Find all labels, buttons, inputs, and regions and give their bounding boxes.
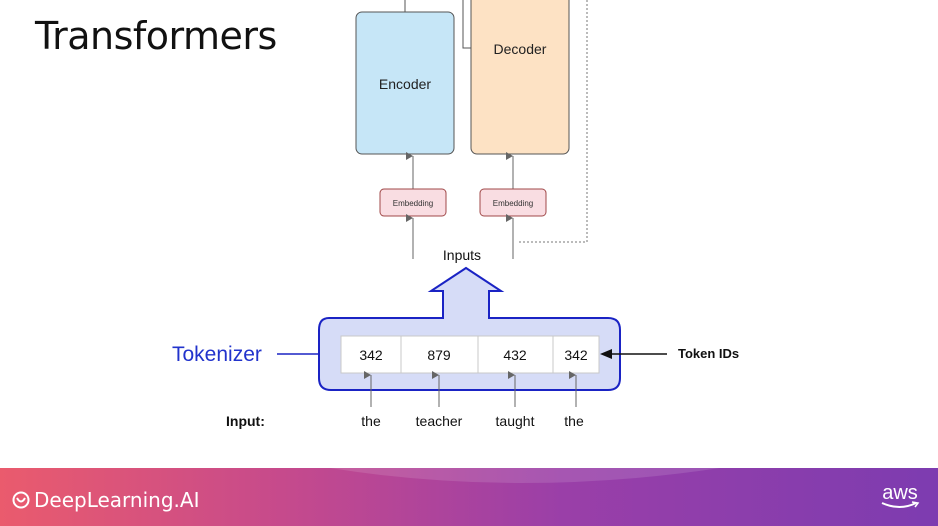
token-ids-arrowhead <box>600 349 612 359</box>
dotted-output-feedback-line <box>517 0 588 243</box>
token-id-cell: 432 <box>503 347 527 363</box>
token-id-table: 342 879 432 342 <box>340 335 600 374</box>
encoder-embedding: Embedding <box>379 188 447 217</box>
encoder-box <box>355 11 455 155</box>
token-id-cell: 879 <box>427 347 451 363</box>
deeplearning-ai-logo: DeepLearning.AI <box>12 488 199 512</box>
token-ids-label: Token IDs <box>678 346 739 361</box>
decoder-label: Decoder <box>494 41 547 57</box>
tokenizer-label: Tokenizer <box>172 343 262 366</box>
inputs-label: Inputs <box>443 247 481 263</box>
decoder-box <box>470 0 570 155</box>
footer-banner: DeepLearning.AI aws <box>0 468 938 526</box>
aws-wordmark: aws <box>882 482 918 504</box>
input-word: taught <box>496 413 535 429</box>
token-id-cell: 342 <box>359 347 383 363</box>
deeplearning-logo-icon <box>12 491 30 509</box>
aws-logo: aws <box>880 482 920 509</box>
decoder-embedding: Embedding <box>479 188 547 217</box>
footer-gradient <box>0 468 938 526</box>
input-word: teacher <box>416 413 463 429</box>
decoder-block: Decoder <box>462 0 570 155</box>
encoder-label: Encoder <box>379 76 431 92</box>
encoder-block: Encoder <box>355 0 455 155</box>
transformer-diagram: Encoder Decoder Embedding Embedding Inpu… <box>172 0 739 429</box>
input-word: the <box>361 413 381 429</box>
brand-name: DeepLearning.AI <box>34 488 200 512</box>
aws-smile-icon <box>881 501 920 508</box>
encoder-embedding-label: Embedding <box>393 199 433 208</box>
token-id-cell: 342 <box>564 347 588 363</box>
slide-title: Transformers <box>35 14 277 58</box>
decoder-embedding-label: Embedding <box>493 199 533 208</box>
input-word: the <box>564 413 584 429</box>
input-label: Input: <box>226 413 265 429</box>
footer-wave <box>330 468 720 483</box>
